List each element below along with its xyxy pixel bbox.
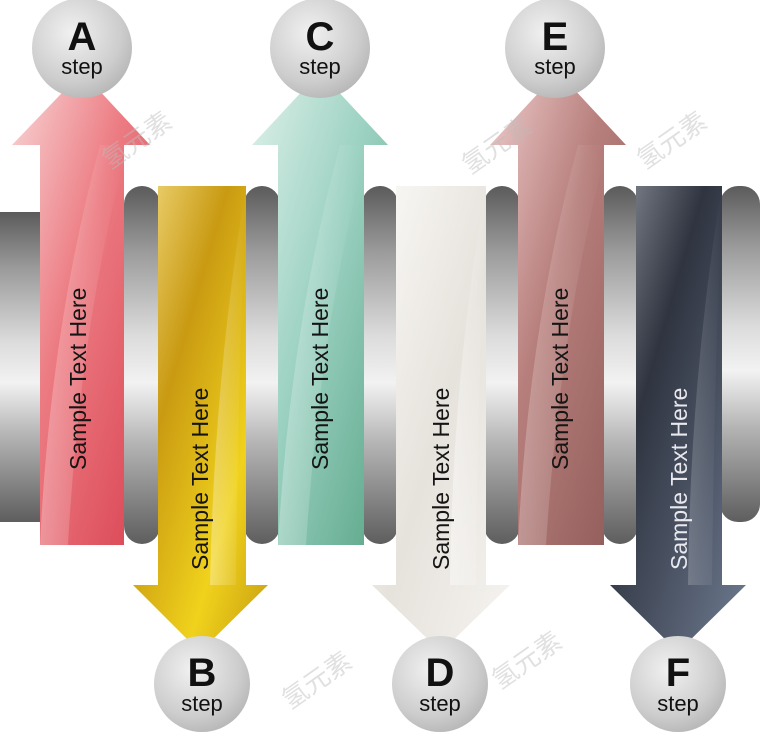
step-e-letter: E [542, 15, 569, 59]
step-circle-c: C step [270, 0, 370, 98]
step-circle-a: A step [32, 0, 132, 98]
watermark-5: 氢元素 [487, 626, 568, 695]
step-circle-b: B step [154, 636, 250, 732]
step-circle-f: F step [630, 636, 726, 732]
band-d: Sample Text Here [372, 186, 510, 652]
cylinder-right-edge [720, 186, 760, 522]
step-d-letter: D [426, 651, 455, 695]
step-c-letter: C [306, 15, 335, 59]
band-f: Sample Text Here [610, 186, 746, 652]
step-e-label: step [534, 54, 576, 79]
step-f-label: step [657, 691, 699, 716]
band-e-highlight [518, 145, 604, 545]
band-f-text: Sample Text Here [666, 388, 692, 570]
band-f-highlight [688, 186, 722, 585]
band-a-text: Sample Text Here [65, 288, 91, 470]
band-e: Sample Text Here [490, 72, 626, 545]
step-a-label: step [61, 54, 103, 79]
cylinder-group [0, 186, 760, 544]
step-circle-d: D step [392, 636, 488, 732]
step-a-letter: A [68, 15, 97, 59]
step-f-letter: F [666, 651, 690, 695]
cylinder-left-edge [0, 212, 40, 522]
band-c: Sample Text Here [252, 72, 388, 545]
band-d-highlight [450, 186, 486, 585]
band-c-text: Sample Text Here [307, 288, 333, 470]
cylinder-5 [602, 186, 638, 544]
band-e-text: Sample Text Here [547, 288, 573, 470]
band-a-highlight [40, 145, 124, 545]
step-circle-c-disc [270, 0, 370, 98]
step-circle-e-disc [505, 0, 605, 98]
band-b: Sample Text Here [133, 186, 268, 652]
step-c-label: step [299, 54, 341, 79]
band-c-highlight [278, 145, 364, 545]
band-a: Sample Text Here [12, 72, 150, 545]
step-circle-f-disc [630, 636, 726, 732]
cylinder-3 [362, 186, 398, 544]
watermark-4: 氢元素 [277, 646, 358, 715]
cylinder-4 [484, 186, 520, 544]
band-d-text: Sample Text Here [428, 388, 454, 570]
step-b-label: step [181, 691, 223, 716]
band-b-text: Sample Text Here [187, 388, 213, 570]
step-circle-b-disc [154, 636, 250, 732]
step-circle-e: E step [505, 0, 605, 98]
watermark-3: 氢元素 [632, 106, 713, 175]
cylinder-2 [244, 186, 280, 544]
step-b-letter: B [188, 651, 217, 695]
cylinder-1 [124, 186, 160, 544]
step-d-label: step [419, 691, 461, 716]
step-circle-d-disc [392, 636, 488, 732]
band-b-highlight [210, 186, 246, 585]
step-circle-a-disc [32, 0, 132, 98]
